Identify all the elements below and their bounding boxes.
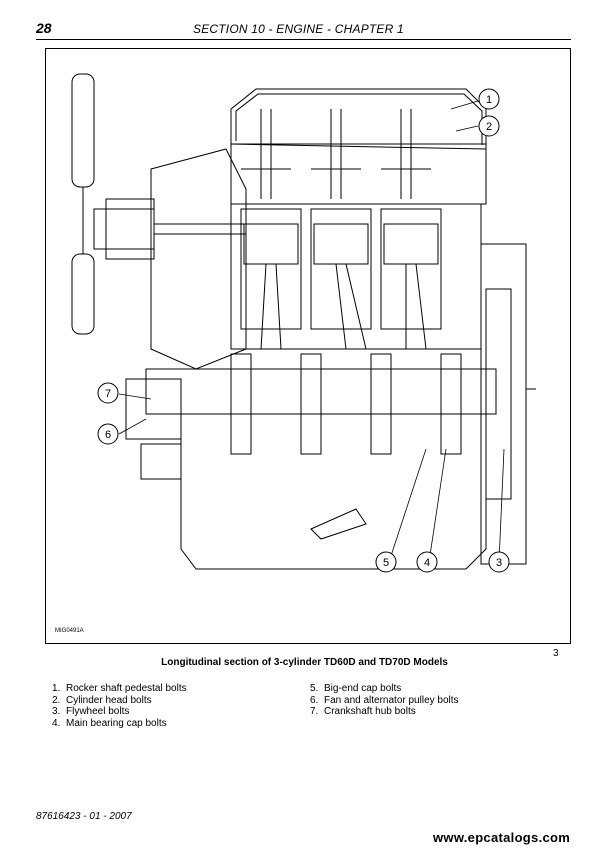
engine-cutaway-drawing: 1 2 3 4 5 6 7 <box>71 73 536 573</box>
figure-caption: Longitudinal section of 3-cylinder TD60D… <box>161 657 448 668</box>
callout-2: 2 <box>478 115 500 137</box>
page-number: 28 <box>36 20 52 36</box>
document-code: 87616423 - 01 - 2007 <box>36 811 132 822</box>
header-divider <box>36 39 571 40</box>
legend-item: 6.Fan and alternator pulley bolts <box>310 694 459 706</box>
legend-item: 4.Main bearing cap bolts <box>52 717 167 729</box>
fan-blade-upper <box>71 73 95 188</box>
svg-text:5: 5 <box>383 557 389 569</box>
svg-text:6: 6 <box>105 429 111 441</box>
watermark: www.epcatalogs.com <box>433 830 571 845</box>
callout-4: 4 <box>416 551 438 573</box>
legend-item: 7.Crankshaft hub bolts <box>310 706 416 717</box>
legend-right-column: 5.Big-end cap bolts 6.Fan and alternator… <box>310 683 459 718</box>
callout-7: 7 <box>97 382 119 404</box>
svg-text:1: 1 <box>486 94 492 106</box>
engine-figure: 1 2 3 4 5 6 7 MIG0491A <box>45 48 571 644</box>
callout-3: 3 <box>488 551 510 573</box>
legend-item: 1.Rocker shaft pedestal bolts <box>52 683 187 694</box>
legend-item: 3.Flywheel bolts <box>52 706 130 717</box>
cylinder-2 <box>310 208 372 330</box>
legend-item: 2.Cylinder head bolts <box>52 694 152 706</box>
figure-number: 3 <box>553 648 559 659</box>
svg-text:3: 3 <box>496 557 502 569</box>
svg-text:2: 2 <box>486 121 492 133</box>
callout-6: 6 <box>97 423 119 445</box>
callout-1: 1 <box>478 88 500 110</box>
callout-5: 5 <box>375 551 397 573</box>
fan-blade-lower <box>71 253 95 335</box>
figure-code: MIG0491A <box>55 628 84 634</box>
legend-item: 5.Big-end cap bolts <box>310 683 402 694</box>
svg-text:4: 4 <box>424 557 430 569</box>
legend-left-column: 1.Rocker shaft pedestal bolts 2.Cylinder… <box>52 683 187 729</box>
section-header: SECTION 10 - ENGINE - CHAPTER 1 <box>193 22 404 36</box>
cylinder-3 <box>380 208 442 330</box>
cylinder-1 <box>240 208 302 330</box>
svg-text:7: 7 <box>105 388 111 400</box>
